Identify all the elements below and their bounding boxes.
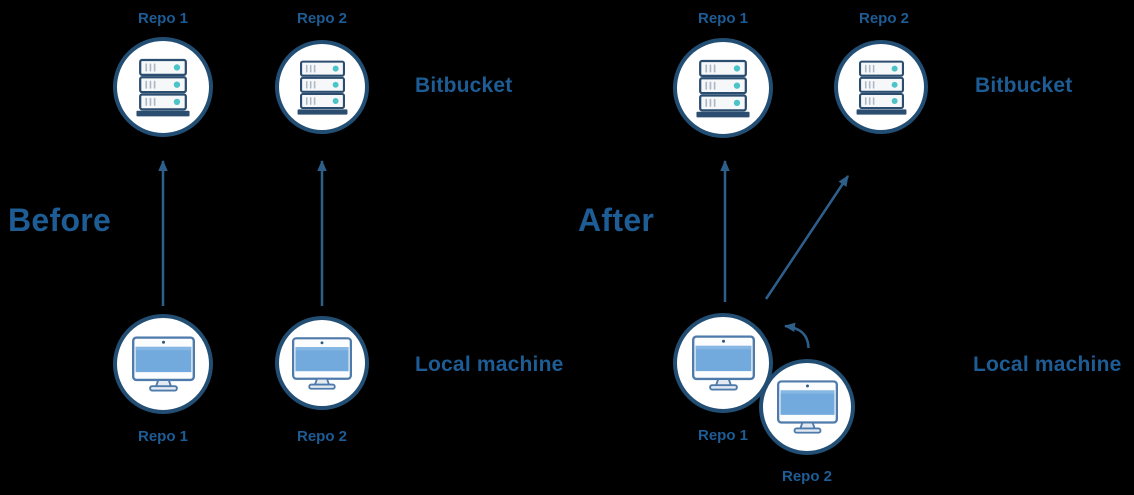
desktop-computer-icon: [132, 336, 195, 392]
after-push-arrow-repo2: [764, 175, 850, 300]
after-bitbucket-label: Bitbucket: [975, 74, 1073, 97]
desktop-computer-icon: [777, 380, 838, 434]
before-remote-repo1-node: [113, 37, 213, 137]
before-remote-repo2-node: [275, 40, 369, 134]
before-local-repo2-node: [275, 316, 369, 410]
before-local-repo1-node: [113, 314, 213, 414]
after-remote-repo2-node: [834, 40, 928, 134]
before-remote-repo1-label: Repo 1: [137, 10, 189, 27]
desktop-computer-icon: [692, 335, 755, 391]
after-local-repo2-label: Repo 2: [781, 468, 833, 485]
before-local-machine-label: Local machine: [415, 353, 564, 376]
after-local-repo1-node: [673, 313, 773, 413]
desktop-computer-icon: [292, 337, 352, 390]
before-local-repo1-label: Repo 1: [137, 428, 189, 445]
before-local-repo2-label: Repo 2: [296, 428, 348, 445]
after-remote-repo2-label: Repo 2: [858, 10, 910, 27]
after-local-machine-label: Local machine: [973, 353, 1122, 376]
server-icon: [856, 59, 907, 115]
after-remote-repo1-node: [673, 38, 773, 138]
after-remote-repo1-label: Repo 1: [697, 10, 749, 27]
after-heading: After: [578, 202, 655, 238]
after-local-repo2-node: [759, 359, 855, 455]
after-merge-curved-arrow: [784, 322, 810, 349]
after-local-repo1-label: Repo 1: [697, 427, 749, 444]
before-heading: Before: [8, 202, 112, 238]
before-remote-repo2-label: Repo 2: [296, 10, 348, 27]
server-icon: [297, 59, 348, 115]
server-icon: [136, 57, 190, 117]
server-icon: [696, 58, 750, 118]
before-bitbucket-label: Bitbucket: [415, 74, 513, 97]
